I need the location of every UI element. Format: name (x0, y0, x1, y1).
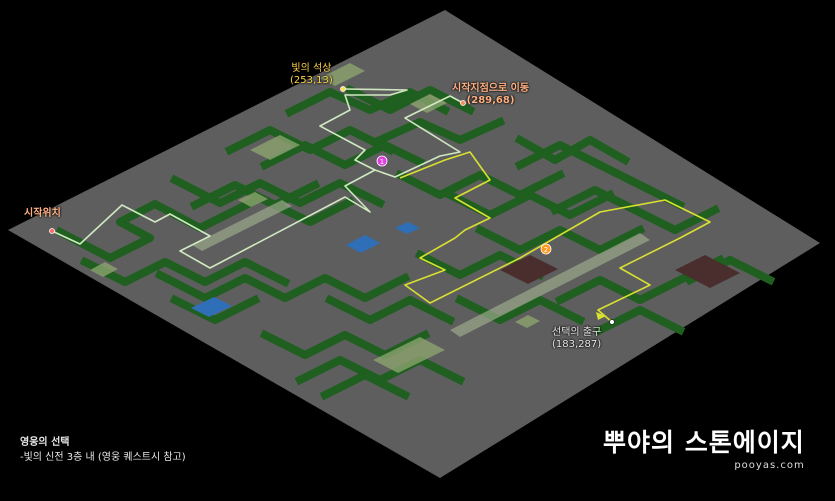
marker-one-number: 1 (380, 158, 384, 166)
brand-watermark: 뿌야의 스톤에이지 pooyas.com (603, 423, 805, 471)
exit-name: 선택의 출구 (552, 327, 602, 338)
map-rooms (90, 63, 740, 373)
exit-arrow-icon (596, 312, 606, 320)
map-caption: 영웅의 선택 -빛의 신전 3층 내 (영웅 퀘스트시 참고) (20, 436, 186, 465)
statue-marker-dot (340, 86, 346, 92)
caption-subtitle: -빛의 신전 3층 내 (영웅 퀘스트시 참고) (20, 451, 186, 463)
move-start-marker-dot (460, 100, 466, 106)
route-marker-one: 1 (376, 155, 388, 167)
map-floor (8, 10, 820, 478)
statue-label: 빛의 석상 (253,13) (290, 63, 333, 86)
brand-name: 뿌야의 스톤에이지 (603, 428, 805, 457)
caption-title: 영웅의 선택 (20, 437, 70, 448)
move-start-label: 시작지점으로 이동 (289,68) (452, 83, 529, 106)
exit-coords: (183,287) (552, 338, 602, 350)
start-label: 시작위치 (24, 208, 61, 220)
statue-name: 빛의 석상 (291, 63, 332, 74)
move-start-name: 시작지점으로 이동 (452, 83, 530, 94)
move-start-coords: (289,68) (466, 94, 515, 106)
start-name: 시작위치 (24, 208, 61, 219)
exit-label: 선택의 출구 (183,287) (552, 327, 601, 350)
statue-coords: (253,13) (290, 74, 333, 86)
route-one-path (51, 95, 464, 269)
start-marker-dot (49, 228, 55, 234)
route-two-path (399, 151, 711, 323)
route-one-branch (319, 88, 408, 171)
brand-url: pooyas.com (734, 460, 805, 471)
marker-two-number: 2 (544, 246, 548, 254)
exit-marker-dot (609, 319, 615, 325)
route-marker-two: 2 (540, 243, 552, 255)
